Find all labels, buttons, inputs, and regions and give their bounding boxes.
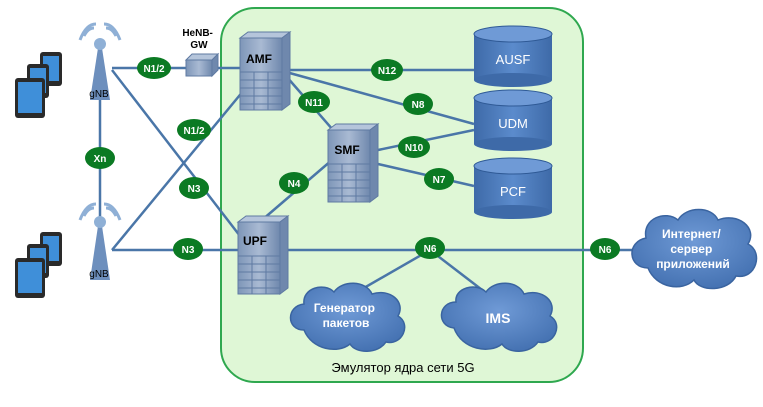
tablet-icon (15, 78, 45, 118)
badge-n3-low-label: N3 (182, 245, 195, 256)
smf-server: SMF (326, 123, 380, 203)
badge-n3-low: N3 (173, 238, 203, 260)
internet-label: Интернет/ сервер приложений (656, 227, 730, 271)
badge-n12-mid: N1/2 (177, 119, 211, 141)
gnb-bottom-label: gNB (89, 269, 109, 280)
link-amf-udm (285, 70, 475, 126)
badge-n6-core: N6 (415, 237, 445, 259)
generator-label-line1: Генератор (314, 301, 375, 315)
internet-cloud: Интернет/ сервер приложений (631, 208, 758, 290)
interface-badges: Xn N1/2 N1/2 N3 N3 N4 N11 N12 N8 N10 N7 … (85, 57, 620, 260)
core-caption: Эмулятор ядра сети 5G (331, 360, 474, 375)
badge-n6-ext-label: N6 (599, 245, 612, 256)
internet-label-line1: Интернет/ (662, 227, 721, 241)
ausf-label: AUSF (496, 52, 531, 67)
udm-database: UDM (473, 89, 553, 151)
badge-n7: N7 (424, 168, 454, 190)
pcf-label: PCF (500, 184, 526, 199)
henb-gw-label: HeNB- GW (182, 28, 215, 51)
badge-n10: N10 (398, 136, 430, 158)
gnb-tower-top: gNB (78, 22, 122, 100)
amf-server: AMF (238, 31, 292, 111)
gnb-tower-bottom: gNB (78, 202, 122, 280)
devices-bottom (15, 232, 62, 298)
pcf-database: PCF (473, 157, 553, 219)
badge-n4: N4 (279, 172, 309, 194)
badge-n11: N11 (298, 91, 330, 113)
ims-label: IMS (486, 310, 511, 326)
badge-xn: Xn (85, 147, 115, 169)
ausf-database: AUSF (473, 25, 553, 87)
badge-n12-mid-label: N1/2 (183, 126, 205, 137)
henb-gw: HeNB- GW (182, 28, 220, 78)
badge-n8: N8 (403, 93, 433, 115)
udm-label: UDM (498, 116, 528, 131)
generator-label-line2: пакетов (323, 316, 370, 330)
upf-label: UPF (243, 234, 267, 248)
badge-n6-ext: N6 (590, 238, 620, 260)
henb-gw-label-line1: HeNB- (182, 28, 213, 39)
badge-n12: N12 (371, 59, 403, 81)
badge-n10-label: N10 (405, 143, 424, 154)
badge-xn-label: Xn (94, 154, 107, 165)
gnb-top-label: gNB (89, 89, 109, 100)
badge-n7-label: N7 (433, 175, 446, 186)
internet-label-line3: приложений (656, 257, 730, 271)
amf-label: AMF (246, 52, 272, 66)
link-gnb-bottom-amf (111, 89, 245, 251)
badge-n12-top-label: N1/2 (143, 64, 165, 75)
generator-label: Генератор пакетов (314, 301, 379, 330)
ims-cloud: IMS (440, 282, 558, 352)
upf-server: UPF (236, 215, 290, 295)
smf-label: SMF (334, 143, 359, 157)
devices-top (15, 52, 62, 118)
henb-gw-label-line2: GW (190, 40, 208, 51)
generator-cloud: Генератор пакетов (289, 282, 406, 352)
badge-n12-label: N12 (378, 66, 397, 77)
badge-n3-mid: N3 (179, 177, 209, 199)
tablet-icon (15, 258, 45, 298)
badge-n12-top: N1/2 (137, 57, 171, 79)
badge-n11-label: N11 (305, 98, 323, 109)
badge-n8-label: N8 (412, 100, 425, 111)
link-gnb-top-upf (111, 69, 241, 237)
badge-n4-label: N4 (288, 179, 301, 190)
badge-n3-mid-label: N3 (188, 184, 201, 195)
internet-label-line2: сервер (670, 242, 712, 256)
badge-n6-core-label: N6 (424, 244, 437, 255)
